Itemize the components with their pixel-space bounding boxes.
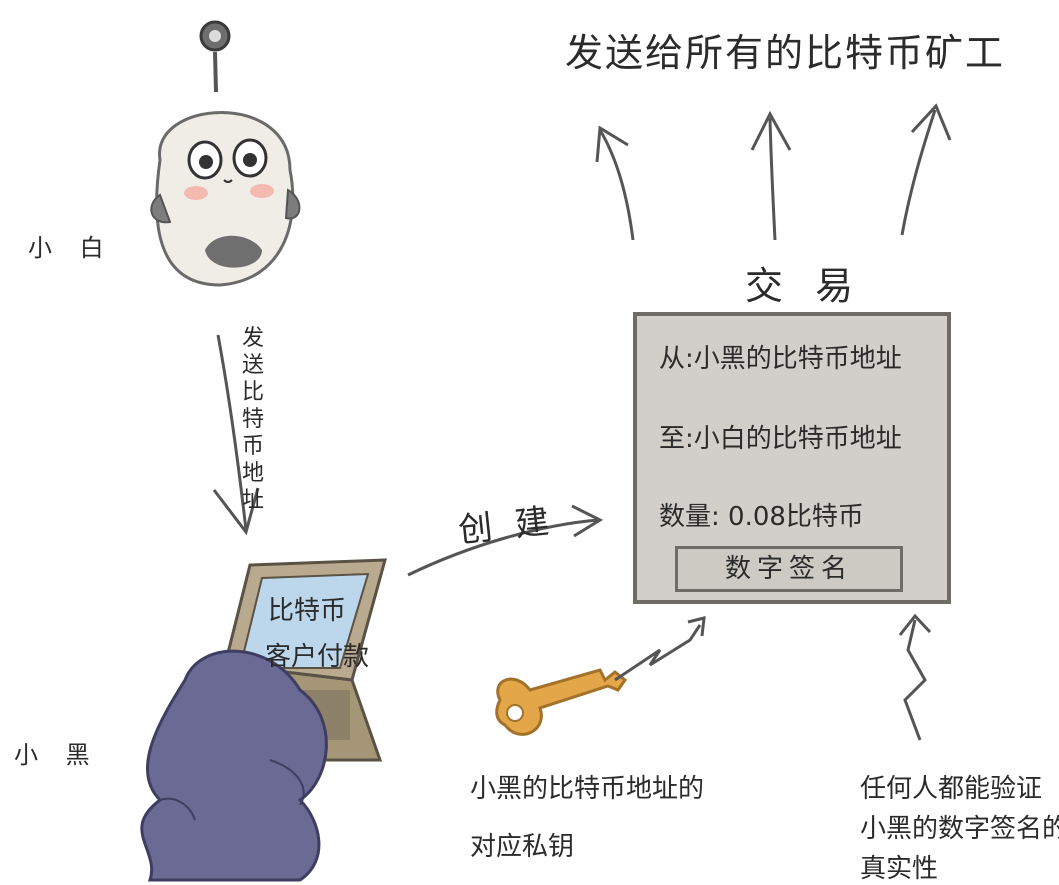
verify-zigzag-arrow	[903, 619, 927, 741]
laptop-screen-line2: 客户付款	[265, 642, 370, 672]
transaction-amount: 数量: 0.08比特币	[659, 502, 864, 532]
xiaobai-label: 小 白	[28, 234, 114, 262]
miner-arrow-right-head	[910, 103, 952, 141]
miner-arrow-left	[598, 129, 635, 241]
laptop-screen-line1: 比特币	[268, 596, 347, 626]
send-address-arrowhead	[212, 487, 260, 536]
miner-arrow-center	[768, 117, 777, 241]
create-label: 创 建	[456, 501, 558, 551]
private-key-label-line2: 对应私钥	[470, 832, 575, 862]
send-address-arrow	[216, 334, 248, 531]
xiaobai-character	[150, 20, 301, 287]
verify-label-line3: 真实性	[860, 854, 939, 884]
digital-signature-field: 数字签名	[675, 546, 903, 592]
key-icon	[495, 668, 628, 736]
verify-label-line1: 任何人都能验证	[860, 774, 1043, 804]
key-lightning-arrow	[614, 624, 702, 682]
transaction-to: 至:小白的比特币地址	[659, 424, 902, 454]
send-address-label: 发送比特币地址	[241, 326, 264, 513]
verify-arrowhead	[898, 613, 932, 636]
miner-arrow-right	[900, 109, 937, 236]
xiaohei-label: 小 黑	[14, 741, 100, 769]
private-key-label-line1: 小黑的比特币地址的	[470, 774, 705, 804]
key-arrowhead	[687, 616, 706, 637]
transaction-box: 从:小黑的比特币地址 至:小白的比特币地址 数量: 0.08比特币 数字签名	[633, 312, 951, 604]
create-arrow	[407, 518, 599, 577]
miner-arrow-center-head	[750, 110, 792, 151]
broadcast-to-miners-label: 发送给所有的比特币矿工	[565, 31, 1006, 75]
create-arrowhead	[571, 504, 604, 538]
xiaohei-character	[140, 649, 328, 882]
transaction-from: 从:小黑的比特币地址	[659, 344, 902, 374]
verify-label-line2: 小黑的数字签名的	[860, 814, 1059, 844]
transaction-label: 交 易	[745, 264, 864, 308]
miner-arrow-left-head	[595, 125, 629, 163]
